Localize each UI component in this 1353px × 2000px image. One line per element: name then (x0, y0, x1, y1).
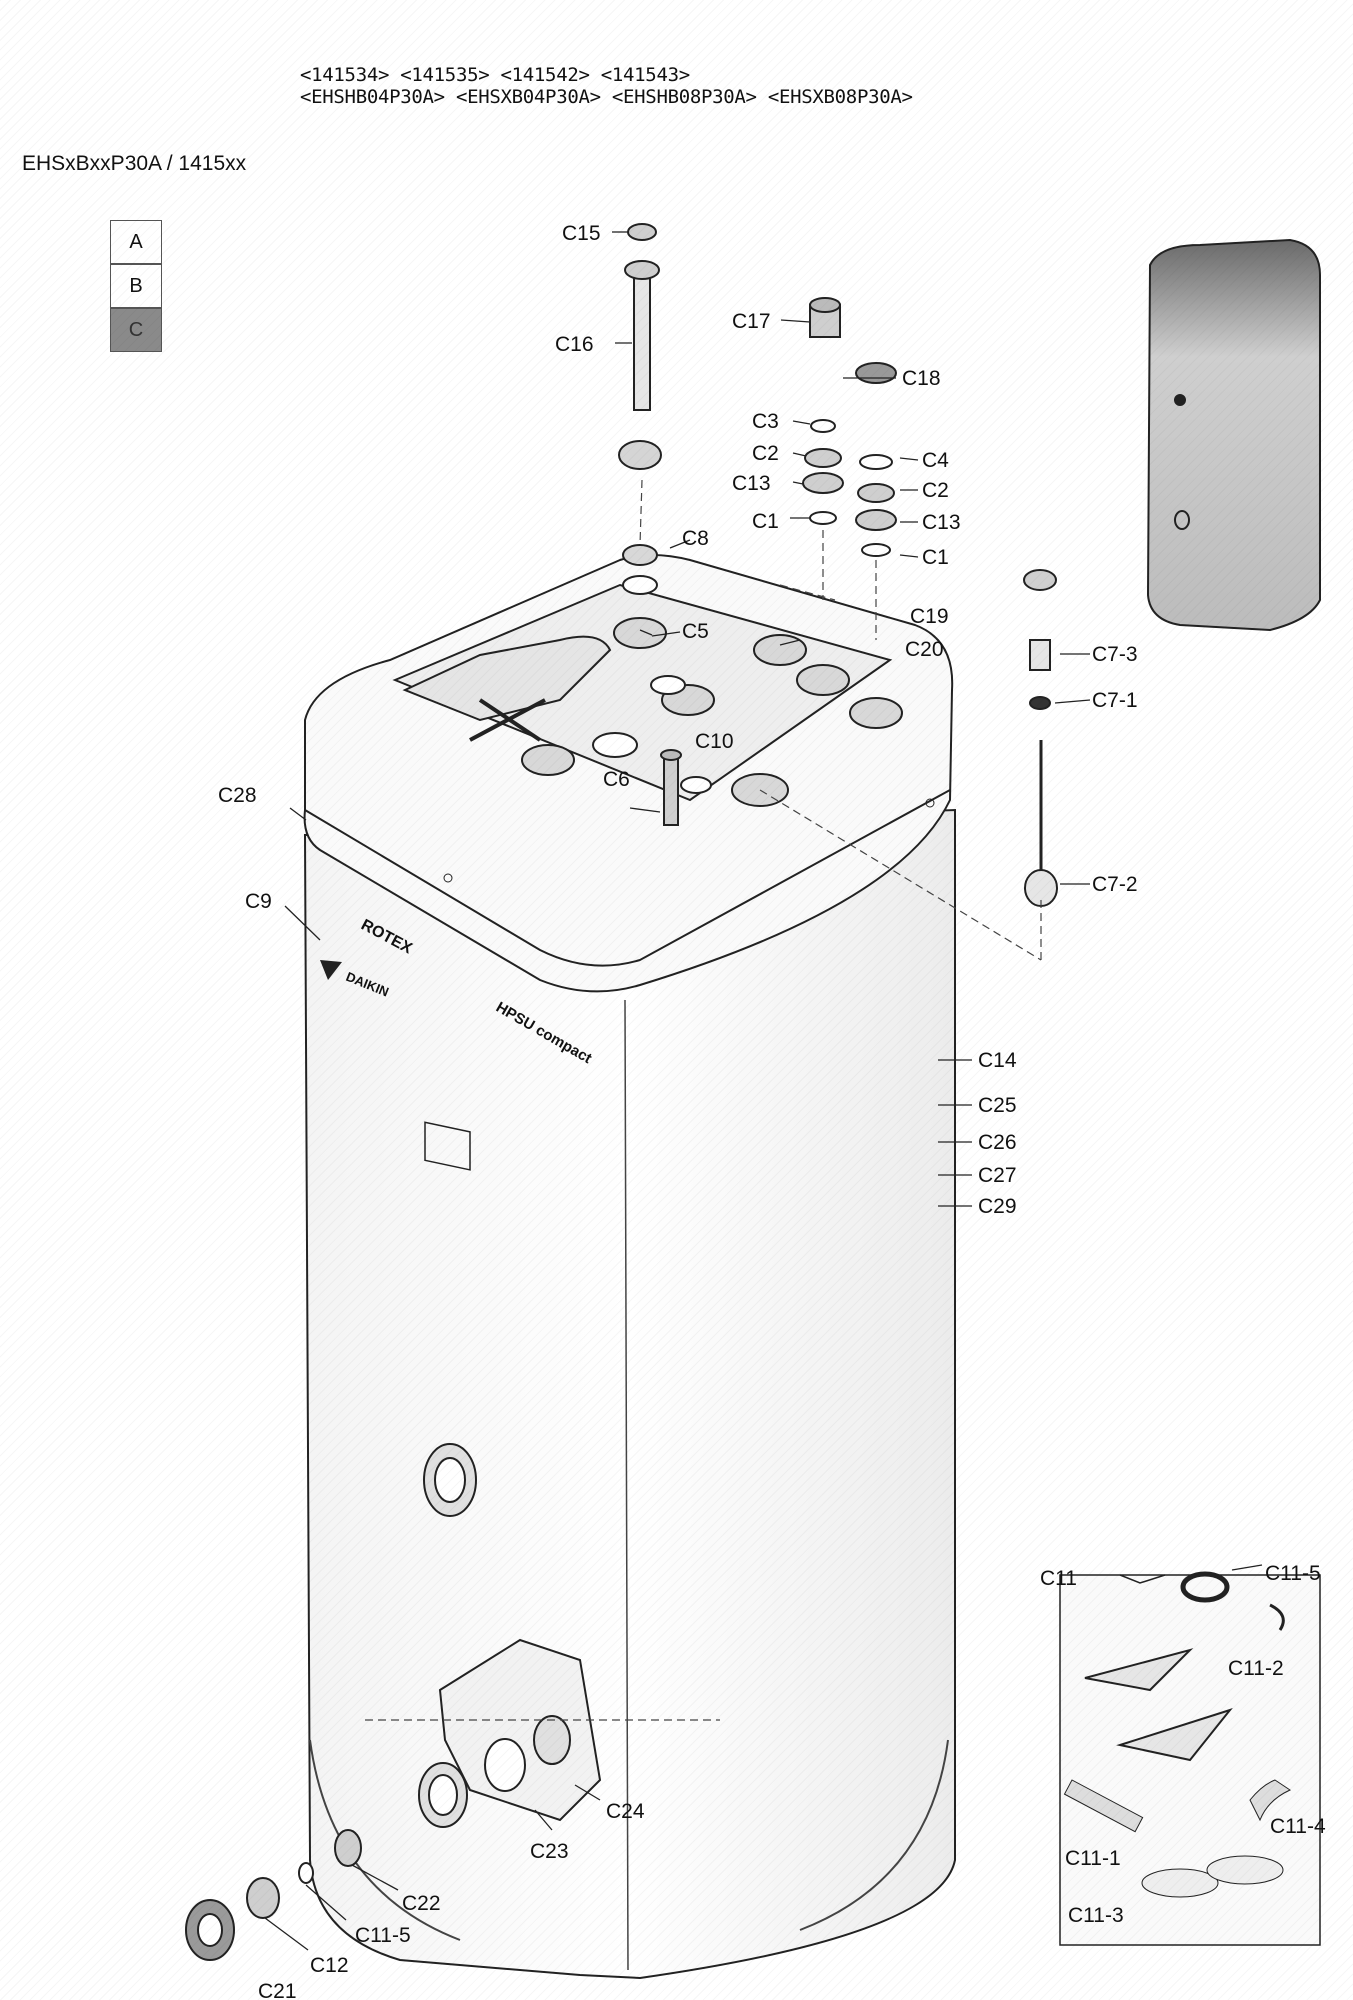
variant-b: B (110, 264, 162, 308)
label-c8: C8 (682, 527, 709, 550)
accessory-kit-box (1059, 1571, 1321, 1946)
label-c7-2: C7-2 (1092, 873, 1138, 896)
label-c28: C28 (218, 784, 257, 807)
model-title: EHSxBxxP30A / 1415xx (22, 152, 247, 175)
label-c22: C22 (402, 1892, 441, 1915)
bottom-loose-parts (185, 1829, 362, 1961)
label-c11-2: C11-2 (1228, 1657, 1284, 1680)
label-c23: C23 (530, 1840, 569, 1863)
part-number-list: <141534> <141535> <141542> <141543> (300, 64, 690, 86)
label-c25: C25 (978, 1094, 1017, 1117)
cover-hole (443, 873, 453, 883)
daikin-logo-mark (320, 960, 342, 980)
label-c24: C24 (606, 1800, 645, 1823)
label-c18: C18 (902, 367, 941, 390)
part-labels: C15 C16 C17 C18 C3 C2 C13 C1 C4 C2 C13 C… (218, 222, 1326, 2000)
label-c3: C3 (752, 410, 779, 433)
label-c13-left: C13 (732, 472, 771, 495)
label-c27: C27 (978, 1164, 1017, 1187)
label-c2-right: C2 (922, 479, 949, 502)
variant-a: A (110, 220, 162, 264)
label-c11-4: C11-4 (1270, 1815, 1326, 1838)
model-code-list: <EHSHB04P30A> <EHSXB04P30A> <EHSHB08P30A… (300, 86, 913, 108)
label-c11-5-kit: C11-5 (1265, 1562, 1321, 1585)
label-c26: C26 (978, 1131, 1017, 1154)
label-c7-3: C7-3 (1092, 643, 1138, 666)
cover-hole-right (925, 798, 935, 808)
label-c4: C4 (922, 449, 949, 472)
label-c19: C19 (910, 605, 949, 628)
label-c11-5-bottom: C11-5 (355, 1924, 411, 1947)
label-c21: C21 (258, 1980, 297, 2000)
label-c1-left: C1 (752, 510, 779, 533)
side-ports (418, 1443, 602, 1828)
label-c2-left: C2 (752, 442, 779, 465)
label-c20: C20 (905, 638, 944, 661)
label-c9: C9 (245, 890, 272, 913)
label-c12: C12 (310, 1954, 349, 1977)
label-c7-1: C7-1 (1092, 689, 1138, 712)
label-c14: C14 (978, 1049, 1017, 1072)
label-c5: C5 (682, 620, 709, 643)
label-c6: C6 (603, 768, 630, 791)
rating-plate (424, 1121, 471, 1171)
label-c15: C15 (562, 222, 601, 245)
cabinet-thumbnail (1146, 238, 1321, 632)
guide-lines (365, 479, 1042, 1721)
leader-lines (264, 231, 1263, 1951)
label-c29: C29 (978, 1195, 1017, 1218)
label-c11-1: C11-1 (1065, 1847, 1121, 1870)
exploded-top-parts (618, 223, 1058, 907)
variant-c: C (110, 308, 162, 352)
label-c13-right: C13 (922, 511, 961, 534)
label-c16: C16 (555, 333, 594, 356)
label-c17: C17 (732, 310, 771, 333)
label-c10: C10 (695, 730, 734, 753)
label-c11-3: C11-3 (1068, 1904, 1124, 1927)
label-c11: C11 (1040, 1567, 1077, 1590)
label-c1-right: C1 (922, 546, 949, 569)
